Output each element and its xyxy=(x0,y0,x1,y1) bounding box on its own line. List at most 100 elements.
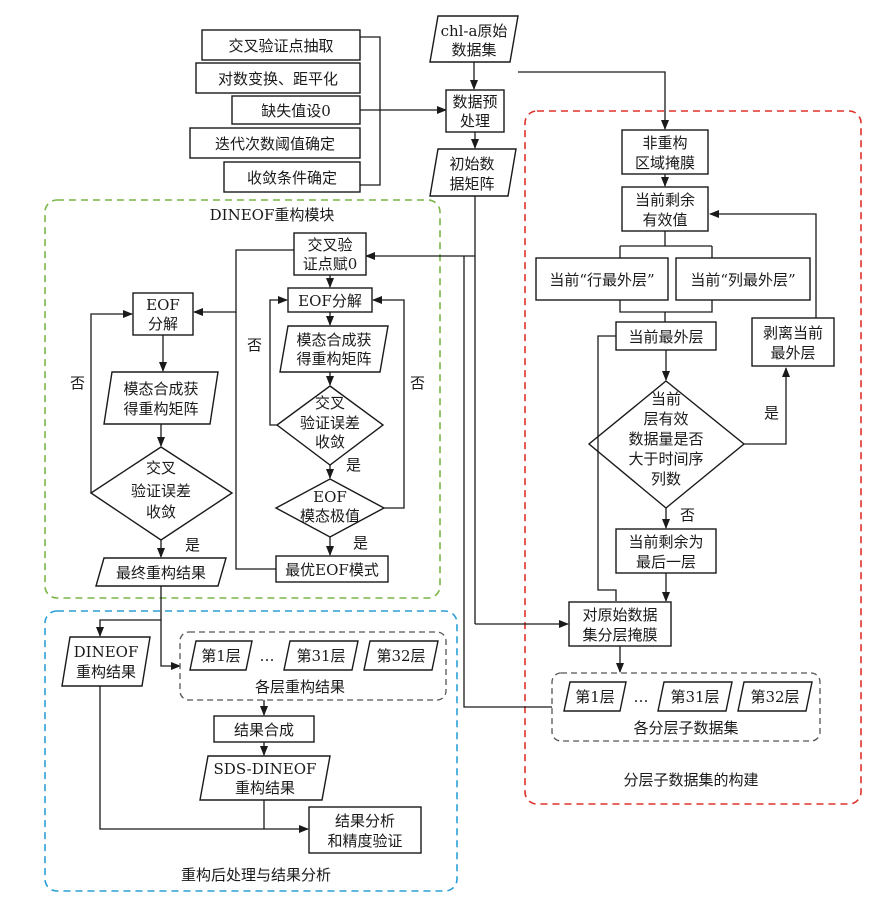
step-convergence xyxy=(223,161,361,193)
eof-extreme-line1: EOF xyxy=(313,488,347,506)
layer-mod-31-label: 第31层 xyxy=(670,688,719,706)
remaining-valid-line1: 当前剩余 xyxy=(635,191,695,209)
decision-line5: 列数 xyxy=(651,470,681,488)
initial-matrix xyxy=(429,148,517,197)
left-yes-label: 是 xyxy=(185,536,200,554)
post-layer-ellipsis: … xyxy=(260,647,275,665)
left-modal-line2: 得重构矩阵 xyxy=(123,400,198,418)
post-layer-31 xyxy=(283,640,359,671)
step-iteration-threshold xyxy=(189,127,361,159)
post-layer-31-label: 第31层 xyxy=(296,647,345,665)
eof-extreme-line2: 模态极值 xyxy=(300,507,360,525)
last-layer-line2: 最后一层 xyxy=(636,553,696,571)
cv-zero-line1: 交叉验 xyxy=(307,236,352,254)
right-cv-error-line1: 交叉 xyxy=(315,394,345,412)
layer-results-group xyxy=(179,631,447,701)
final-result-label: 最终重构结果 xyxy=(116,564,206,582)
dineof-result-line2: 重构结果 xyxy=(76,663,136,681)
cv-zero-line2: 证点赋0 xyxy=(303,255,358,273)
layer-mod-32 xyxy=(737,681,813,712)
mask-nonrecon-line1: 非重构 xyxy=(642,134,687,152)
dineof-result-box xyxy=(61,636,151,687)
post-module-title: 重构后处理与结果分析 xyxy=(181,866,331,884)
layer-mod-1-label: 第1层 xyxy=(575,688,615,706)
optimal-eof-box xyxy=(275,555,389,583)
eof-extreme-no-label: 否 xyxy=(410,374,425,392)
right-no-label: 否 xyxy=(247,336,262,354)
strip-outer-box xyxy=(751,317,835,367)
mask-nonrecon-line2: 区域掩膜 xyxy=(635,154,695,172)
strip-outer-line1: 剥离当前 xyxy=(763,324,823,342)
sds-result-line2: 重构结果 xyxy=(235,779,295,797)
last-layer-line1: 当前剩余为 xyxy=(628,533,703,551)
remaining-valid-box xyxy=(621,186,709,232)
raw-dataset xyxy=(429,15,519,63)
cv-zero-box xyxy=(293,232,367,276)
step-cv-extract-label: 交叉验证点抽取 xyxy=(228,37,333,55)
layer-mod-1 xyxy=(563,681,627,712)
right-yes-label: 是 xyxy=(346,456,361,474)
right-cv-error-line3: 收敛 xyxy=(315,433,345,451)
merge-label: 结果合成 xyxy=(234,721,294,739)
raw-dataset-line2: 数据集 xyxy=(451,41,496,59)
right-eof-box xyxy=(287,287,373,313)
right-modal-line2: 得重构矩阵 xyxy=(296,350,371,368)
layer-mod-31 xyxy=(657,681,733,712)
dineof-result-line1: DINEOF xyxy=(74,643,139,661)
post-layer-1 xyxy=(189,640,253,671)
row-outer-box xyxy=(535,257,669,301)
decision-line2: 层有效 xyxy=(643,410,688,428)
initial-matrix-line2: 据矩阵 xyxy=(449,175,494,193)
left-no-label: 否 xyxy=(70,374,85,392)
strip-outer-line2: 最外层 xyxy=(770,344,815,362)
step-cv-extract xyxy=(201,29,361,61)
decision-line3: 数据量是否 xyxy=(628,430,703,448)
layer-mask-line1: 对原始数据 xyxy=(582,606,657,624)
right-modal-line1: 模态合成获 xyxy=(296,331,371,349)
initial-matrix-line1: 初始数 xyxy=(449,155,494,173)
right-cv-error-line2: 验证误差 xyxy=(300,414,360,432)
current-outer-label: 当前最外层 xyxy=(628,328,703,346)
sds-result-box xyxy=(199,755,331,801)
post-layer-32-label: 第32层 xyxy=(376,647,425,665)
step-iteration-threshold-label: 迭代次数阈值确定 xyxy=(215,135,335,153)
analysis-line1: 结果分析 xyxy=(335,812,395,830)
layer-module-title: 分层子数据集的构建 xyxy=(623,771,758,789)
step-missing-zero xyxy=(231,95,361,125)
left-modal-box xyxy=(103,371,219,425)
sub-datasets-group xyxy=(551,672,821,742)
left-eof-line1: EOF xyxy=(146,296,180,314)
layer-mask-box xyxy=(568,601,672,647)
preprocess-box xyxy=(445,89,505,133)
right-modal-box xyxy=(279,325,389,373)
row-outer-label: 当前“行最外层” xyxy=(549,271,654,289)
layer-mod-ellipsis: … xyxy=(634,688,649,706)
sub-datasets-label: 各分层子数据集 xyxy=(633,719,738,737)
analysis-box xyxy=(308,806,422,854)
layer-module-frame xyxy=(524,110,862,805)
right-eof-label: EOF分解 xyxy=(298,292,362,310)
decision-line1: 当前 xyxy=(651,390,681,408)
layer-results-label: 各层重构结果 xyxy=(255,678,345,696)
left-cv-error-line3: 收敛 xyxy=(146,503,176,521)
post-module-frame xyxy=(44,610,458,892)
remaining-valid-line2: 有效值 xyxy=(642,211,687,229)
mask-nonrecon-box xyxy=(621,129,709,175)
layer-mod-32-label: 第32层 xyxy=(750,688,799,706)
post-layer-1-label: 第1层 xyxy=(201,647,241,665)
post-layer-32 xyxy=(363,640,439,671)
step-log-anomaly-label: 对数变换、距平化 xyxy=(218,70,338,88)
step-missing-zero-label: 缺失值设0 xyxy=(261,102,331,120)
dineof-module-title: DINEOF重构模块 xyxy=(210,206,335,224)
dineof-module-frame xyxy=(44,199,441,599)
preprocess-line2: 处理 xyxy=(460,112,490,130)
step-convergence-label: 收敛条件确定 xyxy=(247,169,337,187)
preprocess-line1: 数据预 xyxy=(452,93,497,111)
left-cv-error-line2: 验证误差 xyxy=(131,482,191,500)
layer-mask-line2: 集分层掩膜 xyxy=(582,626,657,644)
raw-dataset-line1: chl-a原始 xyxy=(441,22,508,40)
left-modal-line1: 模态合成获 xyxy=(123,380,198,398)
preprocessing-steps: 交叉验证点抽取 对数变换、距平化 缺失值设0 迭代次数阈值确定 收敛条件确定 xyxy=(189,29,361,193)
analysis-line2: 和精度验证 xyxy=(327,832,402,850)
left-eof-line2: 分解 xyxy=(148,315,178,333)
